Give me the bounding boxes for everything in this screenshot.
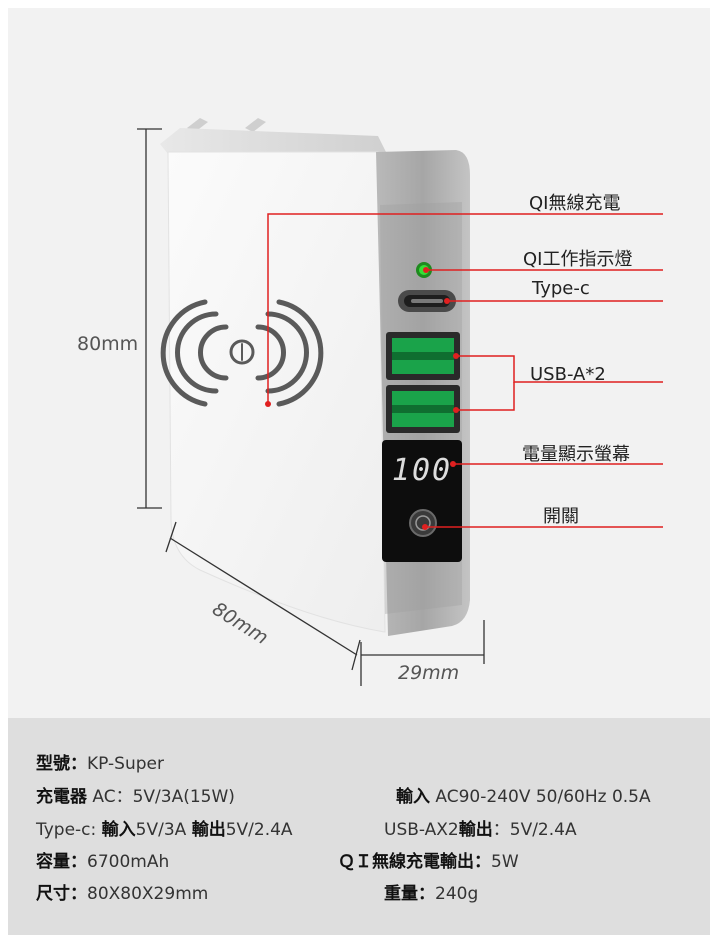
callout-battery-display: 電量顯示螢幕 xyxy=(522,444,630,465)
spec-capacity-label: 容量： xyxy=(36,852,87,872)
callout-type-c: Type-c xyxy=(532,278,590,299)
spec-model: 型號：KP-Super xyxy=(36,749,164,774)
dimension-height: 80mm xyxy=(77,333,139,355)
callout-power-switch: 開關 xyxy=(543,506,579,527)
spec-size-value: 80X80X29mm xyxy=(87,884,209,904)
usb-a-port-1 xyxy=(386,332,460,380)
spec-qi-output-label: ＱＩ無線充電輸出： xyxy=(338,852,491,872)
product-illustration: 100 xyxy=(137,118,663,686)
dimension-depth: 29mm xyxy=(398,662,460,684)
spec-input-value: AC90-240V 50/60Hz 0.5A xyxy=(435,787,651,807)
spec-usb-a-out-value: ：5V/2.4A xyxy=(492,820,577,840)
spec-qi-output-value: 5W xyxy=(491,852,519,872)
spec-input-label: 輸入 xyxy=(396,787,430,807)
spec-weight-label: 重量： xyxy=(384,884,435,904)
spec-charger: 充電器 AC：5V/3A(15W) xyxy=(36,782,235,807)
spec-charger-label: 充電器 xyxy=(36,787,87,807)
spec-model-label: 型號： xyxy=(36,754,87,774)
callout-usb-a: USB-A*2 xyxy=(530,364,606,385)
spec-type-c: Type-c: 輸入5V/3A 輸出5V/2.4A xyxy=(36,815,293,840)
spec-type-c-out-value: 5V/2.4A xyxy=(225,820,293,840)
spec-size: 尺寸：80X80X29mm xyxy=(36,879,208,904)
display-digits: 100 xyxy=(392,453,452,488)
spec-type-c-in-label: 輸入 xyxy=(101,820,136,840)
usb-a-port-2 xyxy=(386,385,460,433)
spec-capacity: 容量：6700mAh xyxy=(36,847,169,872)
spec-usb-a: USB-AX2輸出：5V/2.4A xyxy=(384,815,577,840)
display-panel: 100 xyxy=(382,440,462,562)
spec-model-value: KP-Super xyxy=(87,754,164,774)
spec-usb-a-out-label: 輸出 xyxy=(458,820,493,840)
callout-qi-indicator: QI工作指示燈 xyxy=(523,249,633,270)
spec-weight-value: 240g xyxy=(435,884,479,904)
power-button xyxy=(409,509,437,537)
spec-qi-output: ＱＩ無線充電輸出：5W xyxy=(338,847,519,872)
callout-lines xyxy=(267,213,663,528)
spec-type-c-in-value: 5V/3A xyxy=(135,820,187,840)
callout-qi-wireless: QI無線充電 xyxy=(529,193,621,214)
spec-charger-value: AC：5V/3A(15W) xyxy=(92,787,235,807)
spec-usb-a-prefix: USB-AX2 xyxy=(384,820,459,840)
type-c-port xyxy=(398,290,456,312)
spec-capacity-value: 6700mAh xyxy=(87,852,170,872)
spec-panel xyxy=(8,718,710,935)
spec-weight: 重量：240g xyxy=(384,879,478,904)
spec-type-c-prefix: Type-c: xyxy=(36,820,102,840)
spec-type-c-out-label: 輸出 xyxy=(191,820,226,840)
spec-size-label: 尺寸： xyxy=(36,884,87,904)
dimension-lines xyxy=(137,128,485,686)
spec-input: 輸入 AC90-240V 50/60Hz 0.5A xyxy=(396,782,651,807)
callout-dots xyxy=(265,267,459,530)
